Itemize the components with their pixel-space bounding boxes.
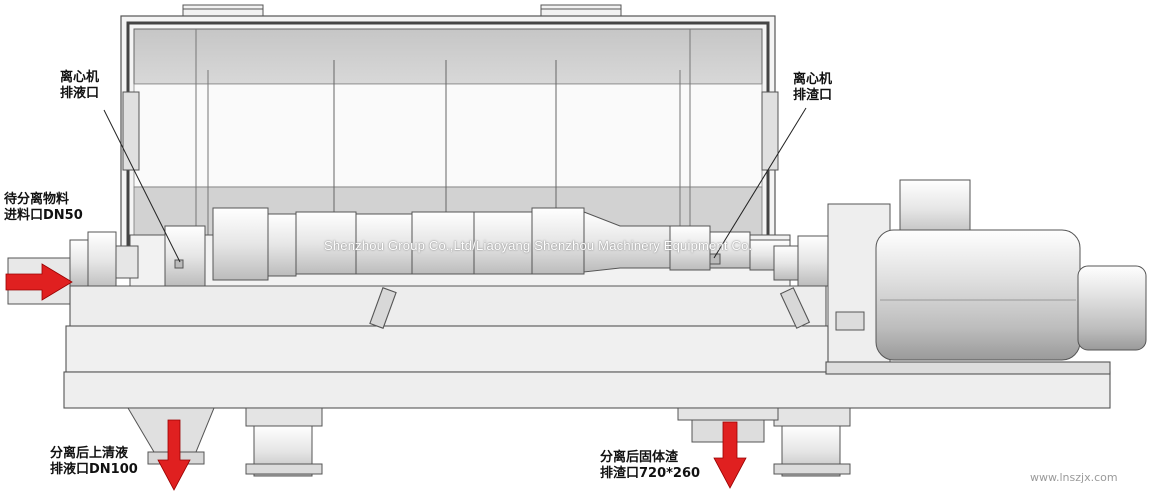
label-liquid-outlet: 离心机 排液口 <box>60 70 100 101</box>
feed-arrow <box>5 263 73 301</box>
drum-rotor <box>129 207 791 288</box>
cover-handle-left <box>182 4 264 17</box>
solid-discharge-arrow <box>713 421 747 489</box>
label-feed-inlet: 待分离物料 进料口DN50 <box>4 192 83 223</box>
website-text: www.lnszjx.com <box>1030 471 1118 484</box>
foot-right <box>773 407 851 477</box>
foot-left <box>245 407 323 477</box>
label-solid-discharge: 分离后固体渣 排渣口720*260 <box>600 450 701 481</box>
clear-liquid-arrow <box>157 419 191 491</box>
label-clear-liquid: 分离后上清液 排液口DN100 <box>50 446 138 477</box>
base-frame <box>63 285 1111 409</box>
motor <box>827 179 1147 365</box>
watermark-text: Shenzhou Group Co.,Ltd/Liaoyang Shenzhou… <box>324 238 753 253</box>
leader-liquid-outlet <box>103 109 181 263</box>
cover-handle-right <box>540 4 622 17</box>
label-solid-outlet: 离心机 排渣口 <box>793 72 833 103</box>
leader-solid-outlet <box>713 107 807 259</box>
cover-hood <box>120 15 779 255</box>
coupling <box>773 235 829 287</box>
